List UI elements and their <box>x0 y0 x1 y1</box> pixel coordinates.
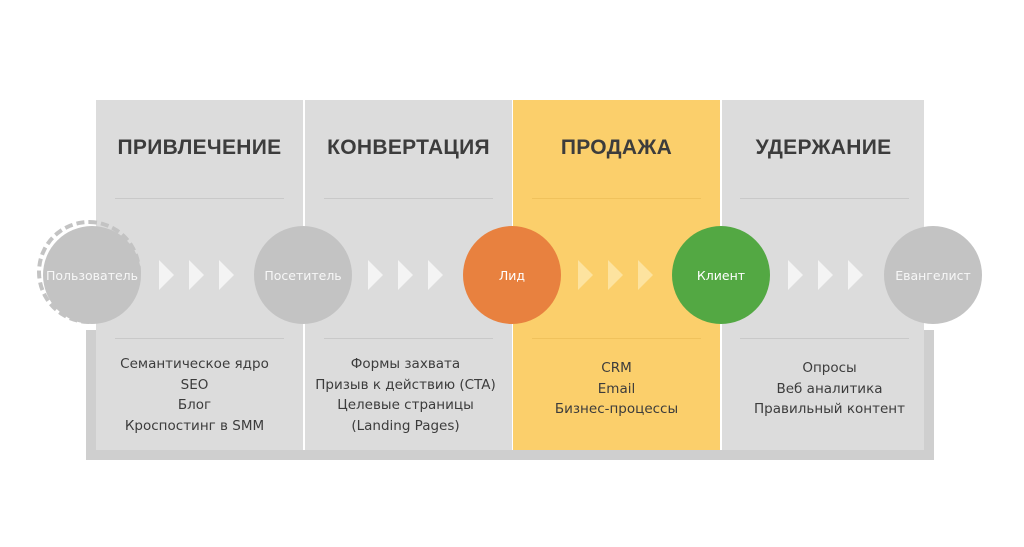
stage-item: Email <box>597 380 636 397</box>
chevron-right-icon <box>219 260 234 290</box>
frame-bottom <box>86 450 934 460</box>
divider <box>740 338 909 339</box>
stage-title-retention: УДЕРЖАНИЕ <box>755 136 892 159</box>
stage-title-sale: ПРОДАЖА <box>560 136 673 159</box>
stage-title-attraction: ПРИВЛЕЧЕНИЕ <box>117 136 282 159</box>
stage-item: Бизнес-процессы <box>554 401 679 417</box>
chevron-right-icon <box>189 260 204 290</box>
frame-right <box>924 330 934 460</box>
stage-item: Опросы <box>802 360 857 376</box>
divider <box>324 198 493 199</box>
stage-item: Кроспостинг в SMM <box>124 417 265 434</box>
stage-title-conversion: КОНВЕРТАЦИЯ <box>327 136 490 159</box>
stage-items-retention: Опросы Веб аналитика Правильный контент <box>726 358 933 420</box>
divider <box>740 198 909 199</box>
stage-items-conversion: Формы захвата Призыв к действию (CTA) Це… <box>302 354 509 436</box>
chevron-right-icon <box>848 260 863 290</box>
chevron-right-icon <box>638 260 653 290</box>
chevron-right-icon <box>159 260 174 290</box>
node-visitor: Посетитель <box>254 226 352 324</box>
node-lead: Лид <box>463 226 561 324</box>
stage-item: Формы захвата <box>350 356 461 372</box>
divider <box>324 338 493 339</box>
chevron-right-icon <box>368 260 383 290</box>
chevron-right-icon <box>398 260 413 290</box>
chevron-right-icon <box>428 260 443 290</box>
node-label: Лид <box>498 267 526 283</box>
node-label: Пользователь <box>45 267 139 283</box>
stage-item: (Landing Pages) <box>351 417 460 434</box>
chevron-right-icon <box>608 260 623 290</box>
node-label: Евангелист <box>895 267 971 283</box>
chevron-right-icon <box>578 260 593 290</box>
node-user: Пользователь <box>43 226 141 324</box>
stage-items-attraction: Семантическое ядро SEO Блог Кроспостинг … <box>91 354 298 436</box>
stage-item: Блог <box>177 397 212 413</box>
stage-item: Веб аналитика <box>776 380 883 397</box>
stage-item: Семантическое ядро <box>120 356 269 372</box>
node-label: Клиент <box>696 267 746 283</box>
stage-item: Целевые страницы <box>337 397 474 413</box>
frame-left <box>86 330 96 460</box>
stage-item: Правильный контент <box>754 401 905 417</box>
node-evangelist: Евангелист <box>884 226 982 324</box>
node-label: Посетитель <box>264 267 342 283</box>
chevron-right-icon <box>788 260 803 290</box>
stage-item: Призыв к действию (CTA) <box>315 376 496 393</box>
chevron-right-icon <box>818 260 833 290</box>
stage-item: SEO <box>180 376 209 393</box>
stage-items-sale: CRM Email Бизнес-процессы <box>513 358 720 420</box>
divider <box>532 338 701 339</box>
stage-item: CRM <box>601 360 632 376</box>
divider <box>115 198 284 199</box>
node-client: Клиент <box>672 226 770 324</box>
divider <box>115 338 284 339</box>
divider <box>532 198 701 199</box>
